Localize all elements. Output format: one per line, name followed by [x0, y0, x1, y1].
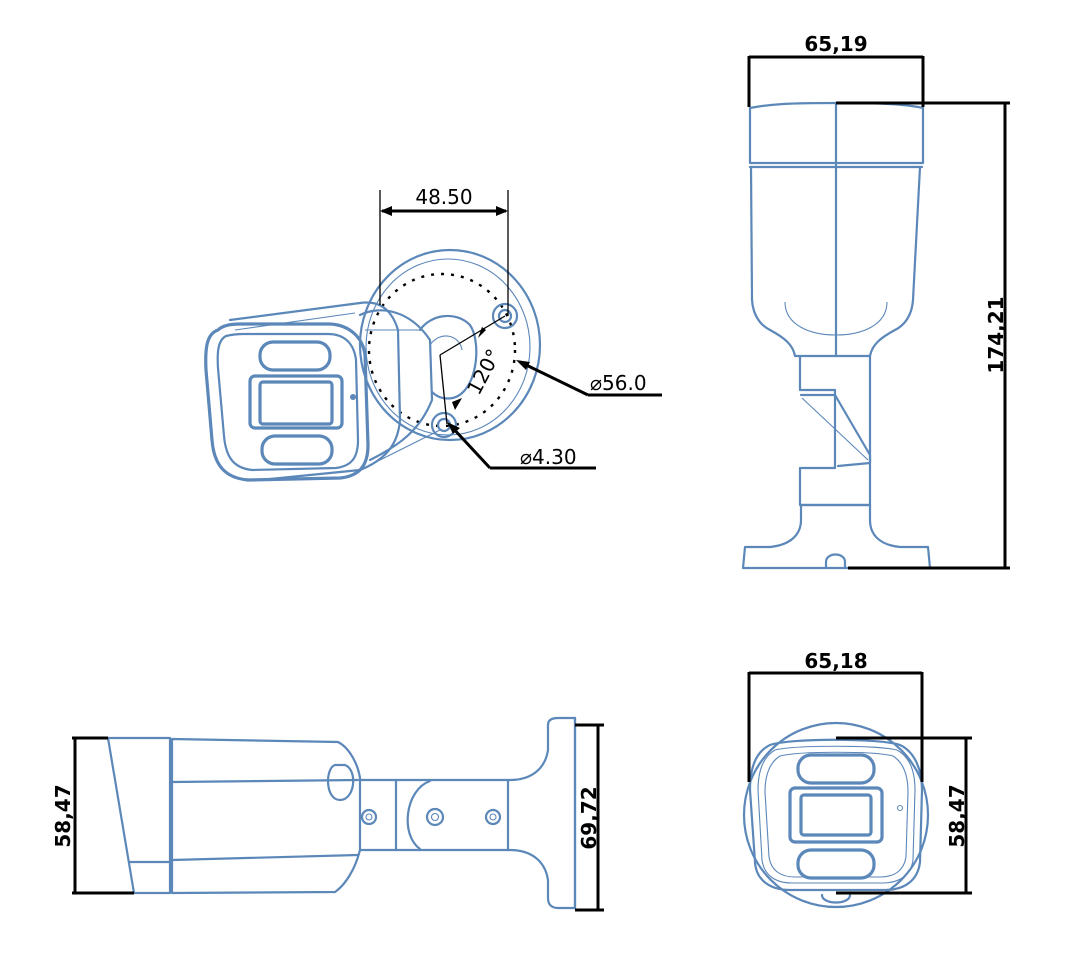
dim-bolt-circle: ⌀56.0 [590, 371, 647, 395]
mount-base-disc [358, 248, 542, 442]
dim-front-width: 65,18 [804, 649, 867, 673]
front-bezel [204, 322, 370, 482]
screw-1 [360, 808, 378, 826]
lens-window-outer [248, 374, 344, 430]
light-sensor [350, 394, 356, 400]
dim-angle: 120° [462, 345, 506, 399]
dim-hole-spacing: 48.50 [415, 185, 472, 209]
ir-window-lower [260, 434, 334, 466]
upright-view: 65,19 174,21 [741, 32, 1010, 570]
front-ir-upper [796, 753, 876, 785]
camera-body [749, 165, 922, 358]
mount-hole-upper [491, 302, 519, 330]
bolt-circle [367, 272, 517, 428]
dim-hole-diameter: ⌀4.30 [520, 445, 577, 469]
screw-2 [425, 807, 445, 827]
sunshield [106, 736, 172, 895]
mount-base-outline [742, 721, 930, 909]
front-view: 65,18 58,47 [742, 649, 972, 909]
front-bezel-outer [748, 738, 924, 892]
front-ir-lower [796, 848, 876, 880]
front-light-sensor [896, 804, 904, 812]
dim-total-height: 174,21 [984, 296, 1008, 373]
dim-front-height: 58,47 [945, 784, 969, 847]
screw-3 [484, 808, 502, 826]
camera-side-body [170, 737, 362, 895]
lens-window-inner [258, 380, 334, 426]
ir-window-upper [258, 340, 332, 372]
dim-base-height: 69,72 [577, 786, 601, 849]
dim-side-body-height: 58,47 [51, 784, 75, 847]
front-lens-outer [788, 786, 884, 844]
front-lens-inner [799, 793, 873, 837]
side-view: 58,47 69,72 [51, 716, 604, 912]
mount-base [741, 503, 932, 570]
side-arm [358, 716, 577, 910]
dim-top-width: 65,19 [804, 32, 867, 56]
isometric-view: 48.50 120° ⌀56.0 ⌀4.30 [204, 185, 662, 482]
